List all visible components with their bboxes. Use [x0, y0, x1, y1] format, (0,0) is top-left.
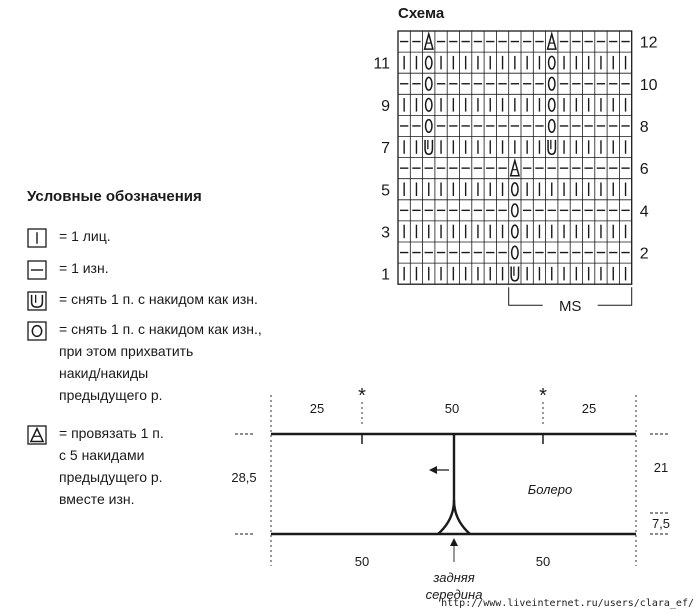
slip-catch-symbol — [424, 97, 433, 112]
legend-text: = 1 изн. — [59, 260, 109, 276]
row-number-left: 5 — [381, 182, 390, 199]
stitch-chart: 11 9 7 5 3 1 12 10 8 6 4 2MS — [373, 30, 658, 315]
decrease-symbol — [546, 31, 557, 50]
decrease-symbol — [509, 157, 521, 177]
slip-catch-symbol — [547, 55, 556, 70]
armhole-marker: * — [358, 385, 366, 407]
right-height-label: 7,5 — [652, 516, 670, 531]
top-width-label: 25 — [310, 401, 324, 416]
row-number-right: 6 — [640, 161, 649, 178]
slip-catch-symbol — [510, 182, 519, 197]
knit-icon — [27, 228, 47, 248]
legend-text: = провязать 1 п. с 5 накидами предыдущег… — [59, 425, 164, 507]
legend-symbol — [31, 324, 43, 338]
slip-catch-symbol — [510, 245, 519, 260]
legend-text: = снять 1 п. с накидом как изн. — [59, 291, 258, 307]
source-credit: http://www.liveinternet.ru/users/clara_e… — [441, 598, 694, 609]
row-number-left: 1 — [381, 267, 390, 284]
slip-catch-symbol — [424, 76, 433, 91]
slip-yo-symbol — [424, 139, 434, 155]
row-number-right: 10 — [640, 77, 658, 94]
chart-title: Схема — [398, 5, 445, 22]
bottom-width-label: 50 — [355, 554, 369, 569]
bottom-width-label: 50 — [536, 554, 550, 569]
slip-catch-symbol — [424, 55, 433, 70]
seam-curve-right — [452, 499, 471, 535]
slip-catch-symbol — [424, 118, 433, 134]
left-height-label: 28,5 — [231, 470, 256, 485]
row-number-left: 7 — [381, 140, 390, 157]
slip-catch-symbol — [547, 118, 556, 134]
legend-symbol — [29, 426, 45, 443]
decrease-symbol — [423, 31, 434, 50]
top-width-label: 25 — [582, 401, 596, 416]
row-number-right: 2 — [640, 246, 649, 263]
row-number-right: 4 — [640, 203, 649, 220]
decrease-icon — [27, 425, 47, 445]
repeat-label: MS — [559, 298, 582, 315]
top-width-label: 50 — [445, 401, 459, 416]
slip-catch-symbol — [547, 76, 556, 91]
slip-catch-icon — [27, 321, 47, 341]
piece-label: Болеро — [528, 482, 572, 497]
slip-catch-symbol — [547, 97, 556, 112]
right-height-label: 21 — [654, 460, 668, 475]
purl-icon — [27, 260, 47, 280]
seam-curve-left — [437, 499, 456, 535]
legend-text: = снять 1 п. с накидом как изн., при это… — [59, 321, 262, 403]
slip-yarn-over-icon — [27, 291, 47, 311]
slip-catch-symbol — [510, 203, 519, 218]
row-number-left: 3 — [381, 224, 390, 241]
row-number-right: 8 — [640, 119, 649, 136]
row-number-left: 9 — [381, 98, 390, 115]
legend-text: = 1 лиц. — [59, 228, 111, 244]
repeat-bracket-right — [597, 287, 633, 306]
bolero-schematic: 25 50 25 * * 50 50 28,5 21 7,5 Болеро задняя середин… — [231, 385, 670, 602]
back-center-label: задняя — [432, 570, 474, 585]
row-number-right: 12 — [640, 35, 658, 52]
back-center-arrowhead — [450, 538, 458, 546]
slip-yo-symbol — [547, 139, 557, 155]
knit-direction-arrowhead — [429, 466, 437, 474]
slip-yo-symbol — [510, 266, 520, 282]
back-center-label: середина — [426, 587, 483, 602]
slip-catch-symbol — [510, 224, 519, 239]
repeat-bracket-left — [508, 287, 543, 306]
row-number-left: 11 — [373, 56, 390, 73]
legend-title: Условные обозначения — [27, 188, 202, 205]
legend-symbol — [30, 294, 44, 308]
armhole-marker: * — [539, 385, 547, 407]
